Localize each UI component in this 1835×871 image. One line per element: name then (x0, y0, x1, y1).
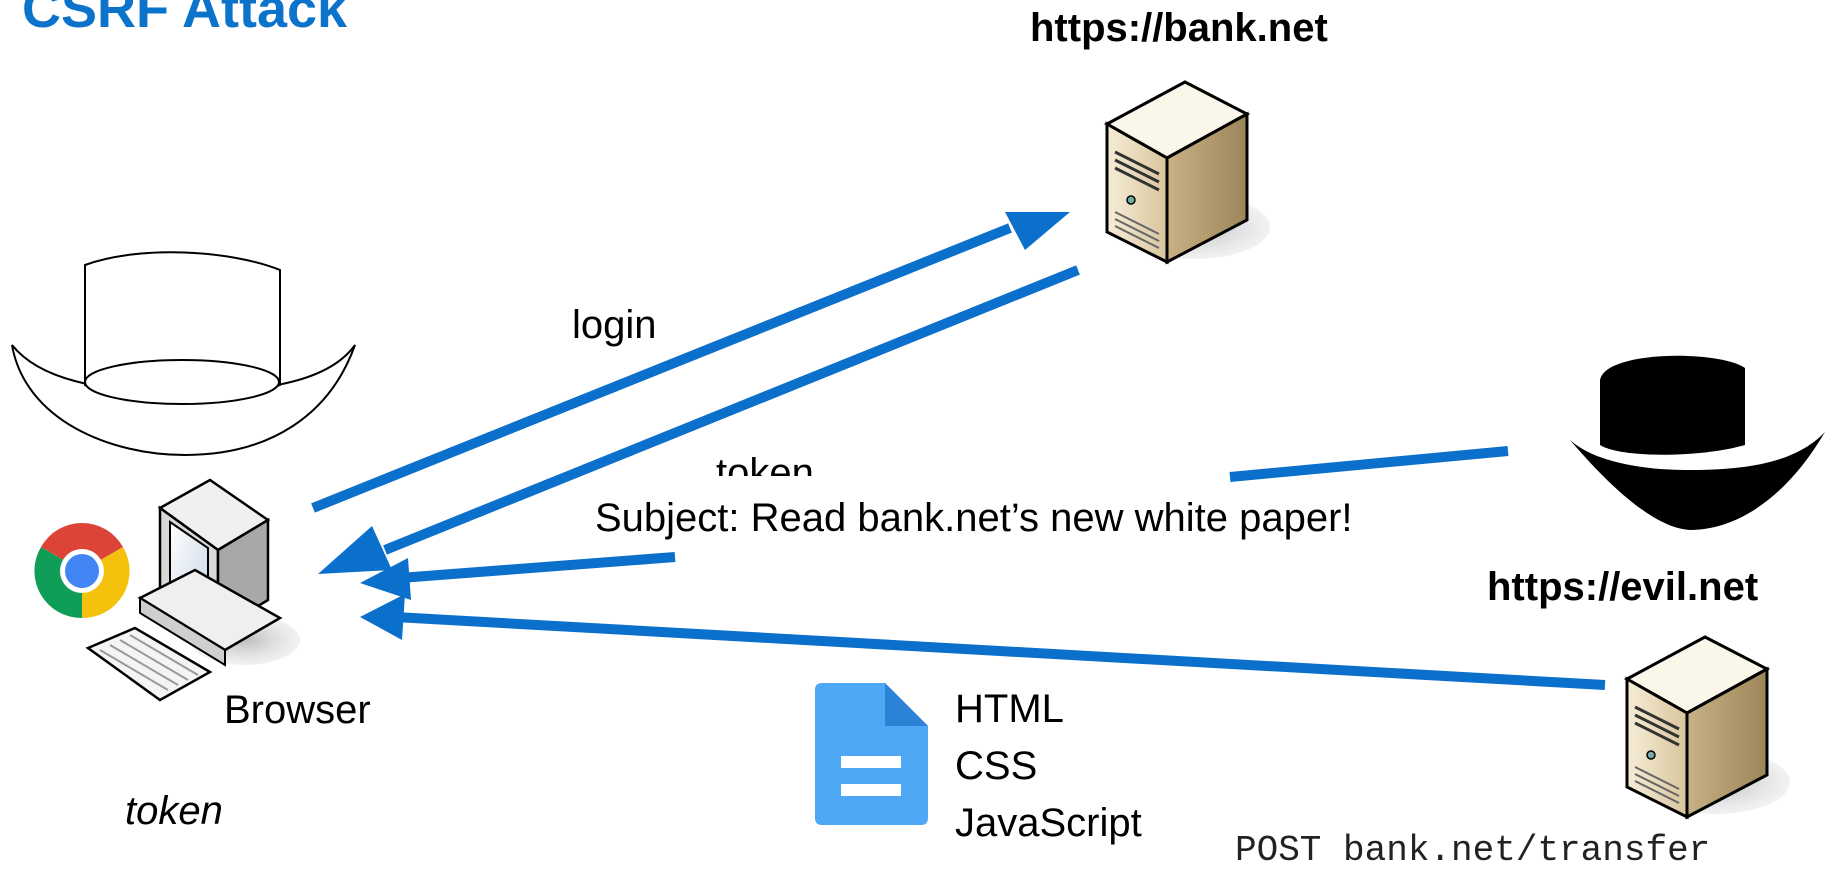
browser-label: Browser (224, 688, 371, 732)
chrome-icon (34, 522, 130, 619)
computer-icon (85, 478, 300, 702)
token-arrowhead (318, 526, 392, 574)
token-partial-label: token (716, 451, 814, 476)
email-arrow-left (399, 552, 676, 583)
token-label-clip: token (700, 440, 850, 476)
login-arrowhead (1005, 212, 1070, 250)
page-arrow (394, 612, 1606, 690)
bank-server-icon (1103, 80, 1270, 265)
email-arrowhead (360, 558, 411, 600)
document-icon (815, 683, 928, 825)
evil-host-label: https://evil.net (1487, 565, 1759, 609)
page-arrowhead (360, 594, 405, 640)
black-hat-icon (1570, 355, 1825, 530)
evil-server-icon (1623, 635, 1790, 820)
slide-title: CSRF Attack (22, 0, 348, 39)
white-hat-icon (11, 251, 356, 457)
token-arrow (383, 265, 1080, 555)
arrows (311, 212, 1606, 690)
bank-host-label: https://bank.net (1030, 6, 1328, 50)
login-arrow (311, 223, 1012, 513)
post-request-label: POST bank.net/transfer (1235, 830, 1711, 871)
email-arrow-right (1229, 446, 1509, 482)
email-subject-label: Subject: Read bank.net’s new white paper… (587, 495, 1361, 541)
javascript-label: JavaScript (955, 801, 1142, 845)
css-label: CSS (955, 744, 1038, 788)
browser-token-label: token (125, 789, 223, 833)
html-label: HTML (955, 687, 1064, 731)
login-label: login (572, 303, 657, 347)
